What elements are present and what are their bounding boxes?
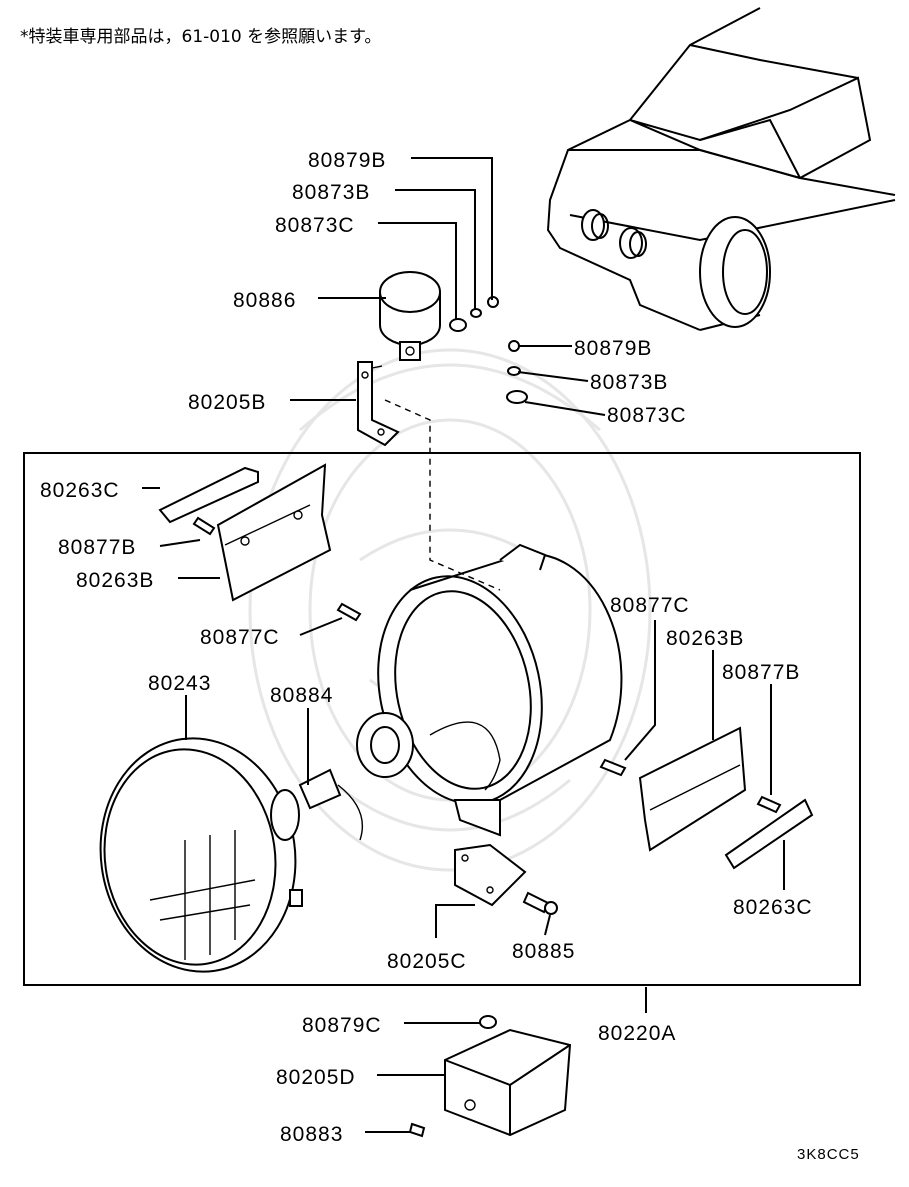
- assembly-box: [23, 452, 861, 986]
- label-80205D: 80205D: [276, 1066, 356, 1089]
- label-80885: 80885: [512, 940, 575, 963]
- label-80879C: 80879C: [302, 1014, 382, 1037]
- label-80879B-top: 80879B: [308, 149, 386, 172]
- lower-bracket: [408, 1015, 572, 1138]
- label-80873C-top: 80873C: [275, 214, 355, 237]
- label-80205C: 80205C: [387, 950, 467, 973]
- label-80877B-right: 80877B: [722, 661, 800, 684]
- label-80883: 80883: [280, 1123, 343, 1146]
- label-80886: 80886: [233, 289, 296, 312]
- car-illustration: [546, 7, 896, 331]
- upper-hardware: [357, 271, 528, 591]
- label-80205B: 80205B: [188, 391, 266, 414]
- leader-lines: [142, 157, 785, 1133]
- label-80873B-top: 80873B: [292, 181, 370, 204]
- diagram-code: 3K8CC5: [797, 1146, 860, 1163]
- label-80877C-right: 80877C: [610, 594, 690, 617]
- label-80884: 80884: [270, 684, 333, 707]
- label-80263B-left: 80263B: [76, 569, 154, 592]
- label-80879B-right: 80879B: [574, 337, 652, 360]
- label-80263C-left: 80263C: [40, 479, 120, 502]
- note-text: *特装車専用部品は，61-010 を参照願います。: [20, 27, 381, 47]
- label-80220A: 80220A: [598, 1022, 676, 1045]
- label-80873C-right: 80873C: [607, 404, 687, 427]
- label-80877C-left: 80877C: [200, 626, 280, 649]
- label-80263C-right: 80263C: [733, 896, 813, 919]
- assembly-parts: [99, 463, 814, 973]
- label-80873B-right: 80873B: [590, 371, 668, 394]
- label-80243: 80243: [148, 672, 211, 695]
- label-80877B-left: 80877B: [58, 536, 136, 559]
- label-80263B-right: 80263B: [666, 627, 744, 650]
